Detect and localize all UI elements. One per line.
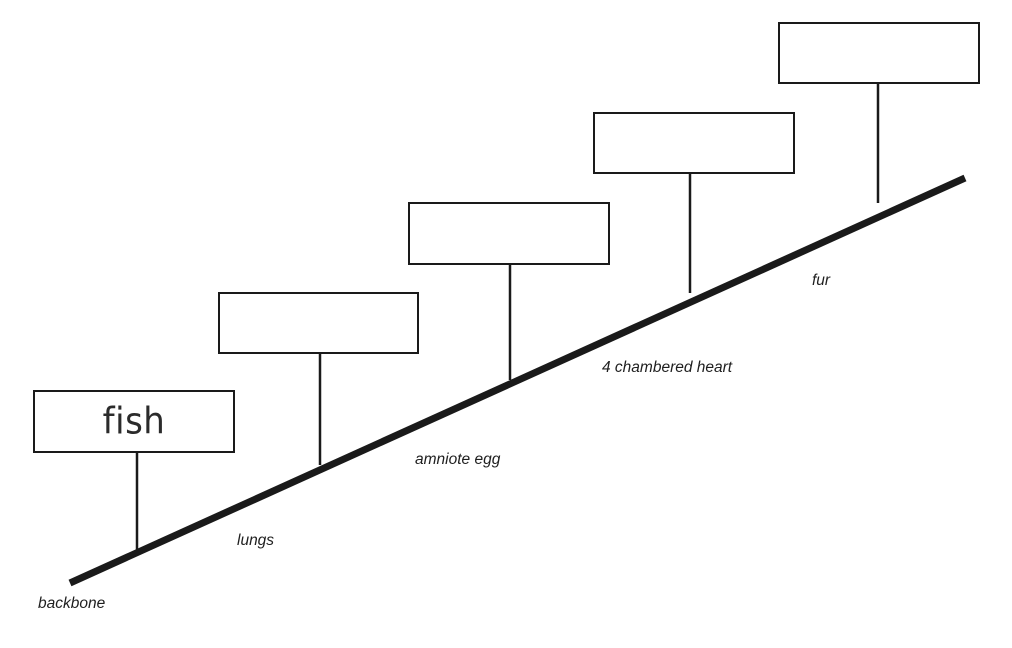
trait-label-lungs: lungs [237,532,275,549]
evolutionary-trunk-line [68,174,967,587]
taxon-box-taxon-4[interactable] [593,112,795,174]
trait-label-backbone: backbone [38,595,106,612]
trait-label-four-chambered-heart: 4 chambered heart [602,359,733,376]
taxon-box-fish[interactable]: fish [33,390,235,453]
trait-label-fur: fur [812,272,831,289]
taxon-box-taxon-2[interactable] [218,292,419,354]
taxon-stems [135,84,880,553]
taxon-box-label: fish [102,400,166,443]
taxon-box-taxon-3[interactable] [408,202,610,265]
trait-label-amniote-egg: amniote egg [415,451,501,468]
taxon-box-taxon-5[interactable] [778,22,980,84]
